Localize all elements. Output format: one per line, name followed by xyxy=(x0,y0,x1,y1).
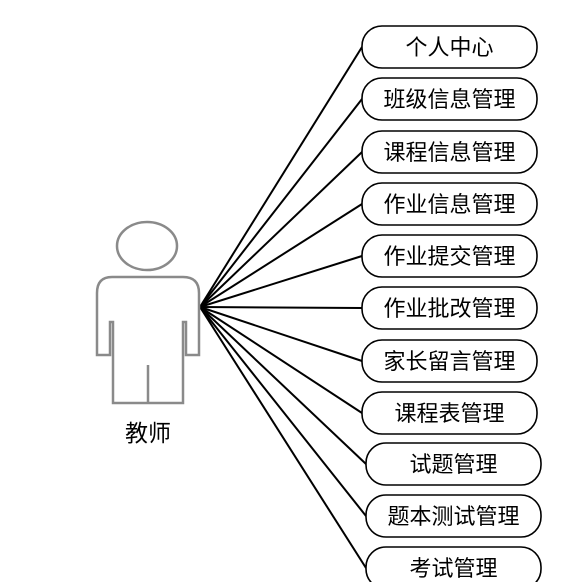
connector-class-info-management xyxy=(199,98,363,308)
use-case-box xyxy=(365,494,542,538)
use-case-label: 考试管理 xyxy=(409,557,497,582)
actor-head xyxy=(115,220,179,272)
use-case-list: 个人中心班级信息管理课程信息管理作业信息管理作业提交管理作业批改管理家长留言管理… xyxy=(361,25,542,582)
connector-exam-management xyxy=(199,306,367,569)
use-case-exam-management: 考试管理 xyxy=(365,546,542,582)
use-case-box xyxy=(361,234,538,278)
use-case-box xyxy=(361,77,538,121)
use-case-label: 作业信息管理 xyxy=(383,193,515,218)
connector-homework-submission-management xyxy=(199,255,363,308)
use-case-homework-submission-management: 作业提交管理 xyxy=(361,234,538,278)
use-case-parent-message-management: 家长留言管理 xyxy=(361,339,538,383)
use-case-label: 试题管理 xyxy=(409,453,497,478)
connector-homework-info-management xyxy=(199,203,363,308)
use-case-label: 课程信息管理 xyxy=(383,141,515,166)
use-case-box xyxy=(361,286,538,330)
connector-timetable-management xyxy=(199,306,363,414)
use-case-question-bank-test-management: 题本测试管理 xyxy=(365,494,542,538)
use-case-label: 班级信息管理 xyxy=(383,88,515,113)
connector-homework-grading-management xyxy=(199,306,363,309)
use-case-timetable-management: 课程表管理 xyxy=(361,391,538,435)
use-case-box xyxy=(365,546,542,582)
use-case-label: 个人中心 xyxy=(405,36,493,61)
use-case-personal-center: 个人中心 xyxy=(361,25,538,69)
connector-personal-center xyxy=(199,46,363,308)
use-case-homework-grading-management: 作业批改管理 xyxy=(361,286,538,330)
use-case-question-management: 试题管理 xyxy=(365,442,542,486)
actor-label: 教师 xyxy=(125,421,171,447)
connectors xyxy=(199,46,367,569)
connector-question-bank-test-management xyxy=(199,306,367,517)
actor-teacher: 教师 xyxy=(95,220,201,447)
use-case-label: 作业提交管理 xyxy=(383,245,515,270)
use-case-label: 课程表管理 xyxy=(394,402,504,427)
actor-body xyxy=(95,275,201,405)
use-case-box xyxy=(361,339,538,383)
use-case-class-info-management: 班级信息管理 xyxy=(361,77,538,121)
use-case-box xyxy=(365,442,542,486)
use-case-box xyxy=(361,182,538,226)
connector-question-management xyxy=(199,306,367,465)
connector-course-info-management xyxy=(199,151,363,308)
use-case-box xyxy=(361,391,538,435)
use-case-box xyxy=(361,25,538,69)
use-case-label: 作业批改管理 xyxy=(383,297,515,322)
use-case-course-info-management: 课程信息管理 xyxy=(361,130,538,174)
use-case-label: 家长留言管理 xyxy=(383,350,515,375)
use-case-homework-info-management: 作业信息管理 xyxy=(361,182,538,226)
use-case-box xyxy=(361,130,538,174)
connector-parent-message-management xyxy=(199,306,363,362)
use-case-label: 题本测试管理 xyxy=(387,505,519,530)
